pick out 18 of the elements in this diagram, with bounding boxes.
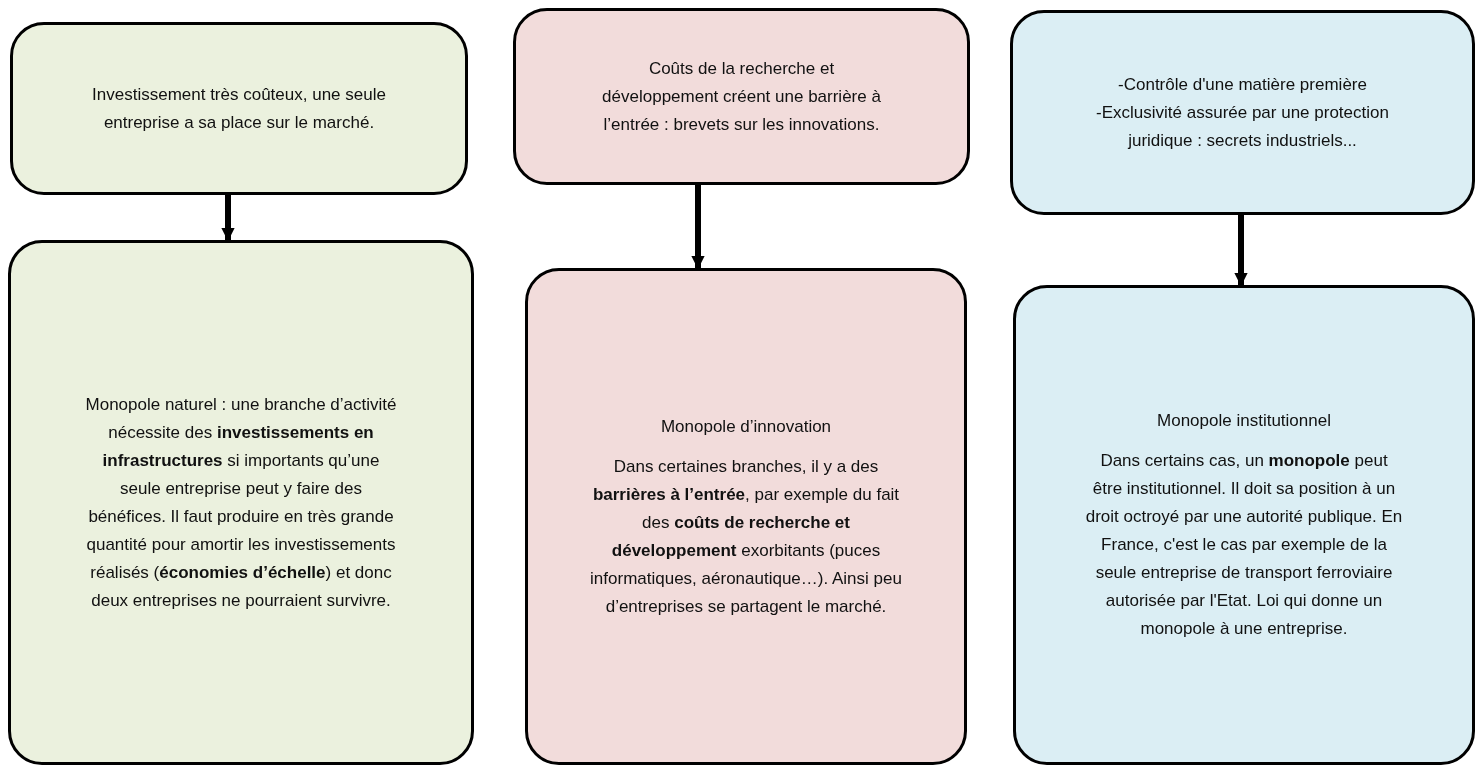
- rounded-box: [525, 268, 967, 765]
- arrow: [221, 195, 235, 242]
- box-heading: Monopole d’innovation: [660, 415, 832, 438]
- rounded-box: [8, 240, 474, 765]
- box-text: -Contrôle d'une matière première: [1118, 73, 1367, 96]
- box-text: -Exclusivité assurée par une protection juridique : secrets industriels...: [1095, 101, 1390, 152]
- box-text: Coûts de la recherche et développement créent une barrière à l’entrée : brevets sur les innovations.: [601, 57, 882, 136]
- arrow: [691, 185, 705, 270]
- box-text: Monopole naturel : une branche d’activité nécessite des investissements en infrastructures si importants qu’une seule entreprise peut y faire des bénéfices. Il faut produire en très grande quantité pour amortir les investissements réalisés (économies d’échelle) et donc deux entreprises ne pourraient survivre.: [84, 393, 398, 612]
- box-heading: Monopole institutionnel: [1157, 410, 1331, 432]
- rounded-box: [10, 22, 468, 195]
- box-text: Investissement très coûteux, une seule entreprise a sa place sur le marché.: [91, 83, 387, 134]
- rounded-box: [1010, 10, 1475, 215]
- rounded-box: [1013, 285, 1475, 765]
- box-text: Dans certaines branches, il y a des barrières à l’entrée, par exemple du fait des coûts de recherche et développement exorbitants (puces informatiques, aéronautique…). Ainsi peu d’entreprises se partagent le marché.: [590, 455, 902, 618]
- arrow: [1234, 215, 1248, 287]
- box-text: Dans certains cas, un monopole peut être institutionnel. Il doit sa position à un droit octroyé par une autorité publique. En France, c'est le cas par exemple de la seule entreprise de transport ferroviaire autorisée par l'Etat. Loi qui donne un monopole à une entreprise.: [1084, 450, 1404, 640]
- rounded-box: [513, 8, 970, 185]
